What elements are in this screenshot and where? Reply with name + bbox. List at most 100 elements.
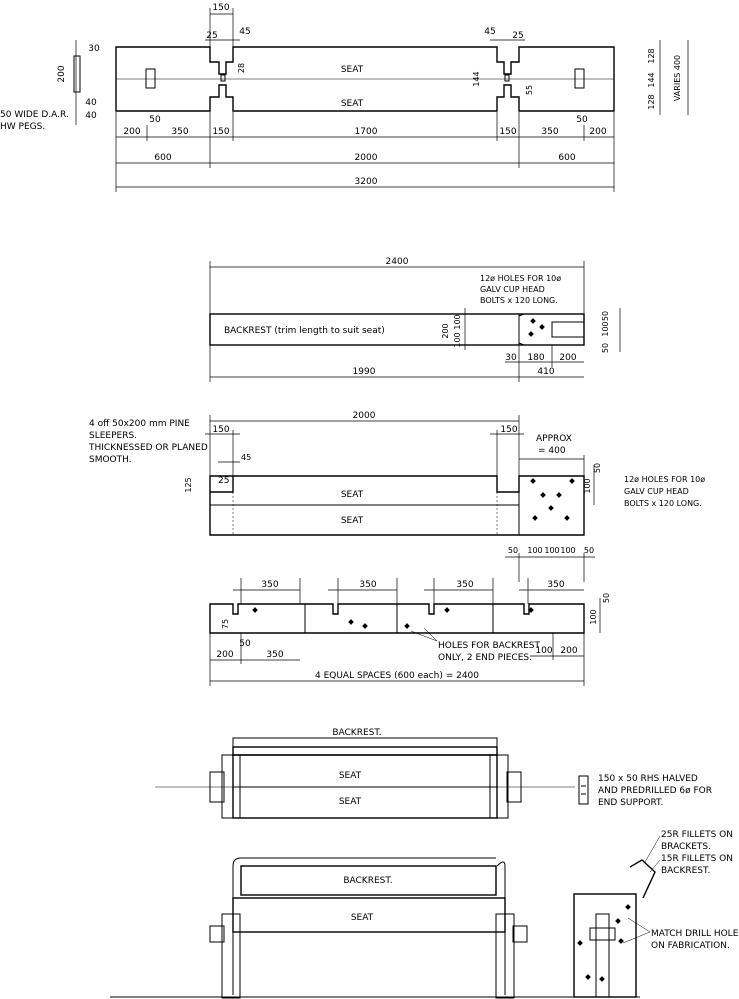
rhs-note-1: 150 x 50 RHS HALVED <box>598 774 698 784</box>
sleeper-detail: 4 off 50x200 mm PINE SLEEPERS. THICKNESS… <box>88 411 705 536</box>
sleeper-note-4: SMOOTH. <box>89 455 132 465</box>
backrest-right-100: 100 <box>601 321 610 336</box>
strip-350-c: 350 <box>456 580 473 590</box>
backrest-holes-note-2: GALV CUP HEAD <box>480 285 545 294</box>
strip-350-d: 350 <box>547 580 564 590</box>
sleeper-holes-note-1: 12ø HOLES FOR 10ø <box>624 475 705 484</box>
dim-55: 55 <box>525 85 534 95</box>
fillet-note-2: BRACKETS. <box>661 842 711 852</box>
row1-200-right: 200 <box>589 127 606 137</box>
dim-40-a: 40 <box>85 98 97 108</box>
strip-equal-spaces: 4 EQUAL SPACES (600 each) = 2400 <box>315 671 479 681</box>
sleeper-holes-note-2: GALV CUP HEAD <box>624 487 689 496</box>
sleeper-dim-25: 25 <box>218 476 229 486</box>
row1-1700: 1700 <box>355 127 378 137</box>
backrest-holes-note-1: 12ø HOLES FOR 10ø <box>480 274 561 283</box>
strip-bottom-350: 350 <box>266 650 283 660</box>
sleeper-dim-150-left: 150 <box>212 425 229 435</box>
sleeper-dim-125: 125 <box>184 477 193 492</box>
dim-28: 28 <box>237 63 246 73</box>
assembly-seat-top: SEAT <box>339 771 362 781</box>
dim-40-b: 40 <box>85 111 97 121</box>
strip-350-b: 350 <box>359 580 376 590</box>
dim-25-right: 25 <box>512 31 523 41</box>
row1-350-right: 350 <box>541 127 558 137</box>
backrest-dim-100b: 100 <box>453 332 462 347</box>
strip-note-2: ONLY, 2 END PIECES. <box>438 653 532 663</box>
small-slot-left <box>220 74 226 82</box>
rhs-section <box>578 775 589 805</box>
seat-plan: SEAT SEAT 150 25 45 45 25 28 144 55 30 2… <box>0 3 689 192</box>
sleeper-bolt-holes <box>530 478 575 521</box>
seat-plan-outline <box>115 46 615 112</box>
peg-note-1: 50 WIDE D.A.R. <box>0 110 69 120</box>
dim-144-right: 144 <box>647 72 656 87</box>
backrest-holes-note-3: BOLTS x 120 LONG. <box>480 296 558 305</box>
dim-128-bottom: 128 <box>647 94 656 109</box>
strip-top-50a: 50 <box>508 546 518 555</box>
strip-bottom-200: 200 <box>216 650 233 660</box>
fillet-note-3: 15R FILLETS ON <box>661 854 733 864</box>
strip-top-100a: 100 <box>527 546 542 555</box>
backrest-slot <box>551 321 585 338</box>
peg-section <box>73 55 81 93</box>
assembly-plan: BACKREST. SEAT SEAT 150 x 50 RHS HALVED … <box>155 728 712 819</box>
sleeper-dim-50: 50 <box>593 463 602 473</box>
plan-seat-bottom-label: SEAT <box>341 99 364 109</box>
dim-30: 30 <box>88 44 100 54</box>
sleeper-dim-2000: 2000 <box>353 411 376 421</box>
backrest-right-50b: 50 <box>601 343 610 353</box>
match-note-2: ON FABRICATION. <box>651 941 730 951</box>
strip-outline <box>209 603 585 634</box>
elev-seat-label: SEAT <box>351 913 374 923</box>
sleeper-dim-45: 45 <box>241 453 251 462</box>
row2-2000: 2000 <box>355 153 378 163</box>
backrest-dim-180: 180 <box>527 353 544 363</box>
sleeper-dim-100: 100 <box>583 478 592 493</box>
backrest-detail: 2400 12ø HOLES FOR 10ø GALV CUP HEAD BOL… <box>209 257 621 382</box>
small-slot-right <box>504 74 510 82</box>
backrest-dim-200: 200 <box>441 323 450 338</box>
row1-150-left: 150 <box>212 127 229 137</box>
backrest-dim-30: 30 <box>505 353 517 363</box>
peg-note-2: HW PEGS. <box>0 122 45 132</box>
dim-45-right: 45 <box>484 27 495 37</box>
strip-dim-75: 75 <box>221 619 230 629</box>
strip-350-a: 350 <box>261 580 278 590</box>
backrest-2400: 2400 <box>386 257 409 267</box>
row1-200-left: 200 <box>123 127 140 137</box>
assembly-backrest-label: BACKREST. <box>332 728 381 738</box>
row2-600-right: 600 <box>558 153 575 163</box>
side-bracket <box>573 893 637 998</box>
backrest-dim-1990: 1990 <box>353 367 376 377</box>
sleeper-note-1: 4 off 50x200 mm PINE <box>89 419 190 429</box>
dim-25-left: 25 <box>206 31 217 41</box>
front-elevation: BACKREST. SEAT 25R FILLETS ON BRACKETS. … <box>110 830 739 999</box>
dim-45-left: 45 <box>239 27 250 37</box>
match-note-1: MATCH DRILL HOLES <box>651 929 739 939</box>
backrest-right-50a: 50 <box>601 311 610 321</box>
dim-144-inner: 144 <box>472 71 481 86</box>
peg-slot-right <box>574 68 585 89</box>
strip-note-1: HOLES FOR BACKREST <box>438 641 541 651</box>
strip-bottom-100: 100 <box>535 646 552 656</box>
backrest-dim-100a: 100 <box>453 314 462 329</box>
sleeper-approx-2: = 400 <box>538 446 566 456</box>
sleeper-note-2: SLEEPERS. <box>89 431 137 441</box>
assembly-seat-bottom: SEAT <box>339 797 362 807</box>
plan-seat-top-label: SEAT <box>341 65 364 75</box>
backrest-label: BACKREST (trim length to suit seat) <box>224 326 385 336</box>
elev-backrest-label: BACKREST. <box>343 876 392 886</box>
strip-bottom-200-right: 200 <box>560 646 577 656</box>
fillet-note-1: 25R FILLETS ON <box>661 830 733 840</box>
backrest-dim-200b: 200 <box>559 353 576 363</box>
sleeper-seat-bottom: SEAT <box>341 516 364 526</box>
rhs-note-3: END SUPPORT. <box>598 798 663 808</box>
dim-200-peg: 200 <box>57 65 67 82</box>
elev-backrest <box>240 865 497 896</box>
sleeper-dim-150-right: 150 <box>500 425 517 435</box>
row1-350-left: 350 <box>171 127 188 137</box>
strip-spacing-dims: 350 350 350 350 <box>233 578 584 604</box>
strip-top-100c: 100 <box>560 546 575 555</box>
elev-seat <box>232 897 506 933</box>
